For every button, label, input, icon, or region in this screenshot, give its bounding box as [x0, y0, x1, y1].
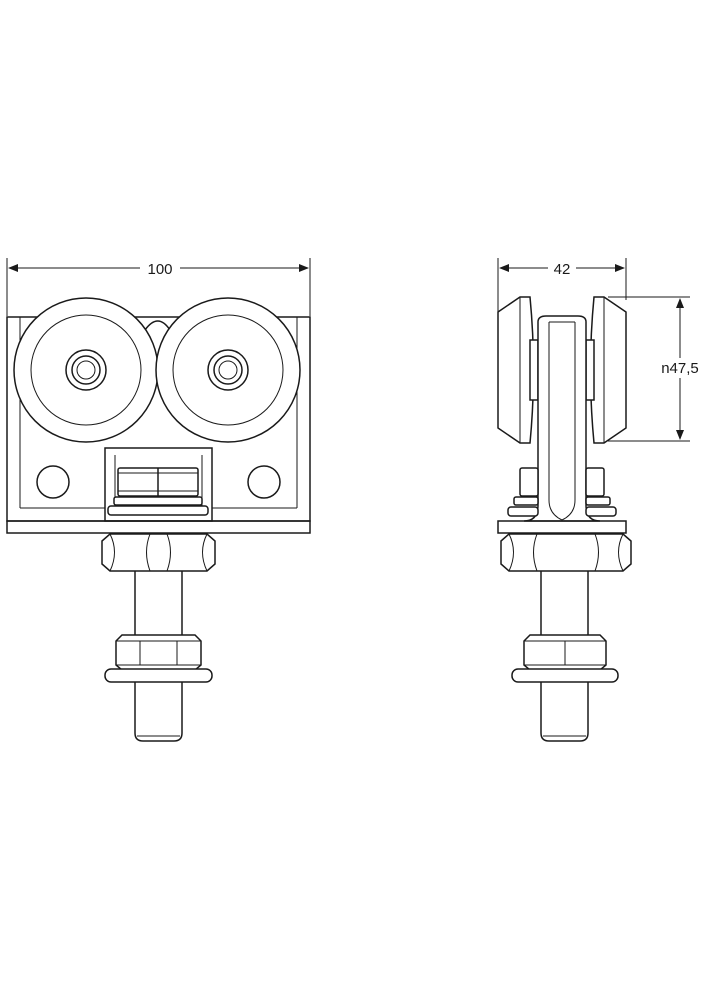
side-upper-nuts	[507, 467, 617, 517]
right-mounting-hole	[247, 465, 281, 499]
left-wheel	[13, 297, 159, 443]
right-wheel	[155, 297, 301, 443]
wheel-diameter-label: n47,5	[661, 360, 699, 377]
side-base-plate	[497, 520, 627, 534]
side-bolt-tip	[540, 682, 589, 742]
lower-hex-nut	[104, 634, 213, 683]
center-pin	[144, 320, 171, 331]
depth-dimension: 42	[497, 258, 627, 318]
depth-dimension-label: 42	[554, 261, 571, 278]
left-mounting-hole	[36, 465, 70, 499]
front-view: 100	[6, 258, 311, 742]
side-lower-hex-nut	[511, 634, 619, 683]
bolt-shaft	[134, 571, 183, 636]
upper-hex-nut	[107, 467, 209, 516]
width-dimension: 100	[6, 258, 311, 316]
side-bolt-shaft	[540, 571, 589, 636]
side-large-hex-nut	[500, 533, 632, 572]
side-right-wheel	[585, 296, 627, 444]
bolt-tip	[134, 682, 183, 742]
side-bracket	[523, 315, 601, 522]
large-hex-nut	[101, 533, 216, 572]
side-view: 42 n47,5	[497, 258, 705, 742]
wheel-diameter-dimension: n47,5	[608, 296, 705, 442]
side-left-wheel	[497, 296, 539, 444]
width-dimension-label: 100	[147, 261, 172, 278]
